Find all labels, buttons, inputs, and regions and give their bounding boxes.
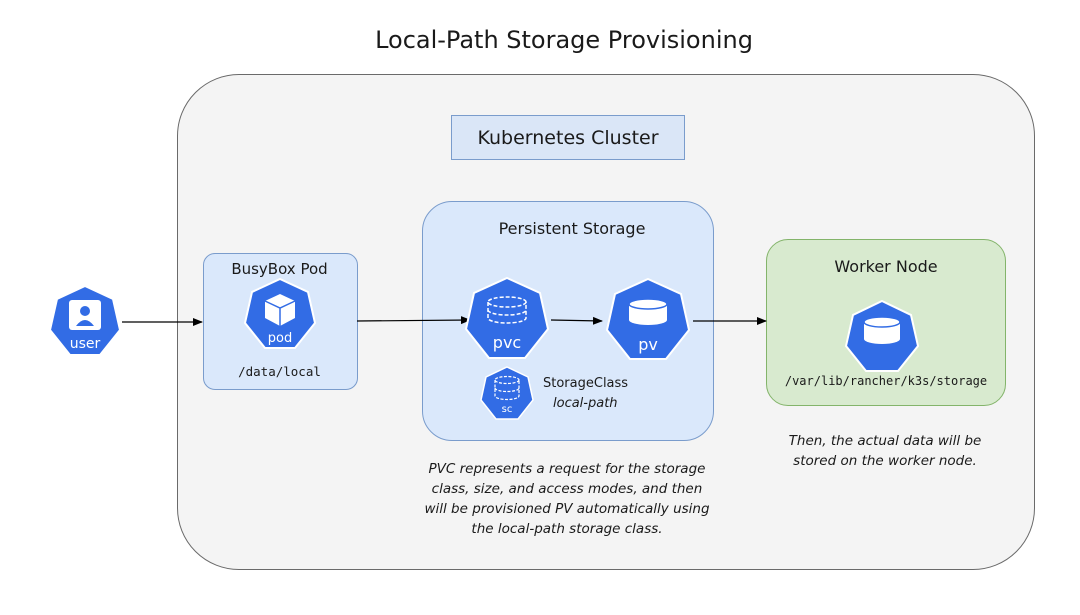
worker-storage-icon — [844, 299, 920, 372]
pod-mount-path: /data/local — [238, 364, 321, 379]
worker-note: Then, the actual data will be stored on … — [770, 431, 1000, 471]
pvc-note: PVC represents a request for the storage… — [410, 459, 724, 539]
worker-note-line: stored on the worker node. — [793, 453, 977, 469]
pvc-note-line: will be provisioned PV automatically usi… — [424, 501, 710, 517]
pod-icon — [243, 277, 317, 349]
pvc-note-line: PVC represents a request for the storage — [428, 461, 706, 477]
storage-class-title: StorageClass — [543, 376, 629, 391]
pv-label: pv — [638, 335, 658, 354]
pv-icon — [605, 277, 691, 360]
cluster-label: Kubernetes Cluster — [451, 115, 685, 160]
pvc-note-line: class, size, and access modes, and then — [431, 481, 703, 497]
arrow-pvc-to-pv — [550, 316, 603, 325]
worker-note-line: Then, the actual data will be — [788, 433, 982, 449]
storage-class-icon — [480, 366, 534, 420]
pvc-icon — [464, 276, 550, 359]
diagram-title: Local-Path Storage Provisioning — [375, 26, 753, 54]
worker-node-title: Worker Node — [834, 257, 938, 276]
worker-storage-path: /var/lib/rancher/k3s/storage — [784, 374, 988, 388]
user-label: user — [70, 336, 101, 352]
pvc-note-line: the local-path storage class. — [471, 521, 663, 537]
pod-icon-label: pod — [268, 331, 292, 346]
sc-label: sc — [502, 404, 513, 415]
storage-box-title: Persistent Storage — [498, 219, 646, 238]
storage-class-name: local-path — [553, 396, 618, 411]
user-icon — [48, 284, 122, 356]
pvc-label: pvc — [493, 333, 521, 352]
arrow-pod-to-pvc — [356, 316, 471, 325]
pod-box-title: BusyBox Pod — [231, 260, 328, 278]
